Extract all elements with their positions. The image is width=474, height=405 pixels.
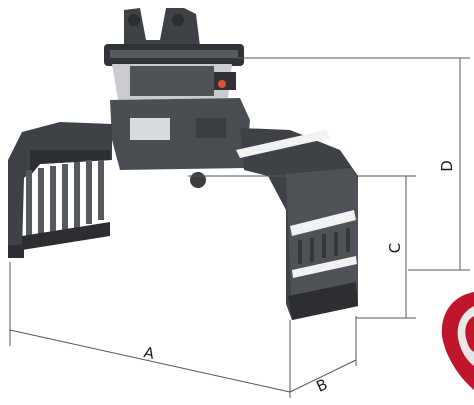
right-jaw [236, 128, 358, 320]
jaw-stripe-mid [290, 210, 356, 236]
sorting-grab-illustration [8, 8, 358, 320]
dimension-a-label: A [142, 343, 157, 363]
top-mount-bracket [104, 8, 244, 66]
dimension-b-label: B [314, 375, 331, 396]
dimension-d-label: D [438, 160, 456, 172]
rotator-housing [112, 64, 236, 100]
jaw-stripe-lower [292, 256, 357, 278]
red-accent-shape [441, 292, 474, 390]
dimension-c-label: C [386, 243, 404, 253]
dimension-b-line [289, 359, 357, 393]
dimension-lines [9, 57, 470, 398]
dimension-a-line [9, 329, 291, 393]
jaw-stripe-top [236, 130, 330, 158]
left-jaw-tines [26, 160, 104, 244]
left-jaw [8, 122, 112, 258]
central-body [110, 98, 250, 188]
right-jaw-ribs [298, 228, 350, 264]
